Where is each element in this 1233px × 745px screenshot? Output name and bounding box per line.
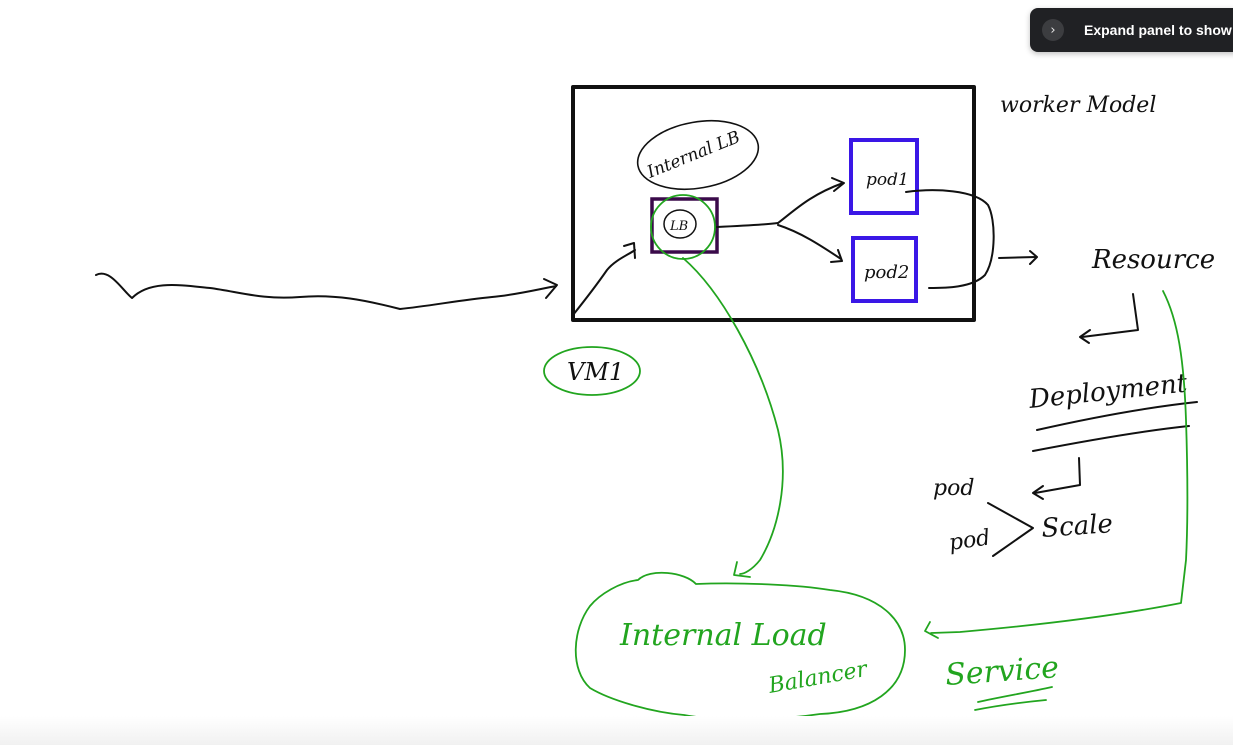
service-label: Service [944, 650, 1060, 693]
fork-to-pod1 [777, 182, 844, 224]
deployment-label: Deployment [1027, 368, 1190, 415]
pod2-label: pod2 [864, 262, 909, 283]
expand-panel-toast[interactable]: › Expand panel to show v [1030, 8, 1233, 52]
lb-box-label: LB [669, 219, 688, 234]
internal-load-balancer-cloud [574, 571, 906, 721]
vm-bubble [543, 346, 641, 396]
internal-lb-bubble [636, 120, 760, 190]
worker-node-label: worker Model [1000, 93, 1156, 118]
service-underline-1 [977, 686, 1053, 703]
lb-to-ilb-arrowhead [733, 561, 751, 578]
incoming-traffic-arrowhead [543, 278, 558, 299]
scale-label: Scale [1040, 509, 1113, 544]
to-resource-arrowhead [1029, 250, 1038, 265]
vm-label: VM1 [567, 358, 624, 386]
lb-box [650, 197, 719, 254]
deployment-underline-2 [1032, 425, 1190, 452]
lb-inner-circle-black [663, 209, 697, 239]
lb-to-ilb-arrow [682, 257, 784, 575]
pod-b-label: pod [947, 525, 991, 556]
resource-to-deployment-line [1081, 293, 1139, 338]
fork-to-pod1-arrowhead [831, 177, 845, 192]
incoming-traffic-line [95, 272, 557, 310]
fork-to-pod2-arrowhead [830, 249, 843, 263]
service-bracket [930, 290, 1189, 634]
pod-a-label: pod [933, 476, 974, 501]
vm-to-lb-arrowhead [623, 242, 636, 259]
scale-brace [987, 502, 1034, 557]
fork-to-pod2 [777, 224, 842, 260]
service-bracket-arrowhead [924, 621, 939, 639]
deployment-underline-1 [1036, 401, 1198, 431]
worker-node-frame [571, 85, 976, 322]
resource-label: Resource [1091, 245, 1215, 275]
bottom-bar [0, 716, 1233, 745]
balancer-label: Balancer [766, 657, 871, 699]
chevron-right-icon[interactable]: › [1042, 19, 1064, 41]
pod1-box [849, 138, 919, 215]
expand-panel-text: Expand panel to show v [1084, 22, 1233, 38]
vm-to-lb-line [572, 249, 636, 316]
deployment-to-scale-line [1034, 457, 1081, 494]
to-resource-arrow [998, 256, 1037, 259]
pod1-label: pod1 [866, 170, 909, 190]
pod2-box [851, 236, 918, 303]
internal-load-label: Internal Load [619, 618, 827, 653]
deployment-to-scale-arrowhead [1032, 485, 1044, 500]
pods-bracket [905, 189, 995, 289]
service-underline-2 [974, 699, 1047, 711]
lb-to-pods-line [716, 222, 779, 228]
resource-to-deployment-arrowhead [1079, 329, 1091, 344]
